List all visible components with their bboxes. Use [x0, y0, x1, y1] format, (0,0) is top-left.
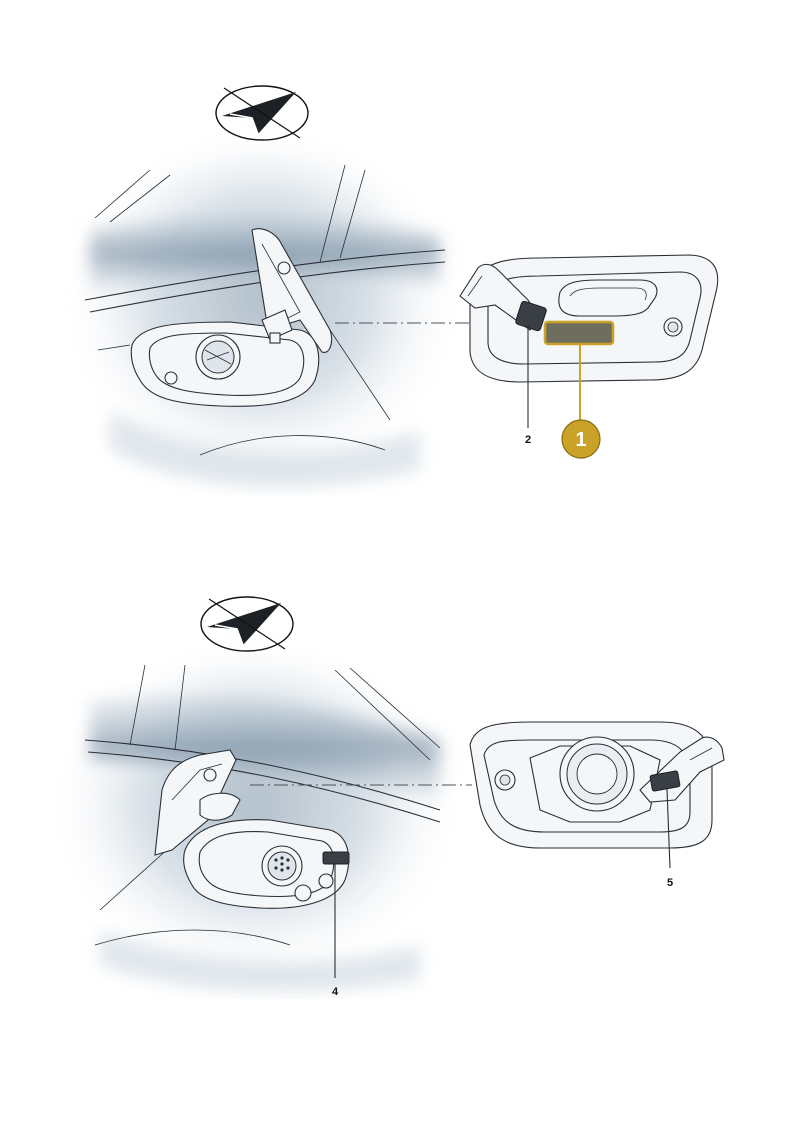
top-diagram: 2 1 — [77, 85, 719, 488]
callout-5-leader — [666, 788, 671, 869]
callout-5: 5 — [667, 877, 673, 889]
part-5-block — [649, 770, 681, 792]
callout-2: 2 — [525, 434, 531, 446]
detail-view-bottom — [469, 721, 725, 849]
car-body-bottom — [65, 660, 445, 992]
detail-view-top — [459, 254, 719, 383]
crossed-paper-plane-icon — [215, 85, 309, 141]
car-body-top — [77, 150, 447, 488]
callout-4: 4 — [332, 986, 339, 998]
callout-1-badge — [561, 419, 601, 459]
label-1-highlight — [543, 320, 615, 346]
bottom-diagram: 5 4 — [65, 596, 725, 998]
part-2-block — [515, 300, 547, 332]
callout-1: 1 — [575, 429, 586, 451]
part-4-block — [322, 851, 350, 865]
crossed-paper-plane-icon-bottom — [200, 596, 294, 652]
